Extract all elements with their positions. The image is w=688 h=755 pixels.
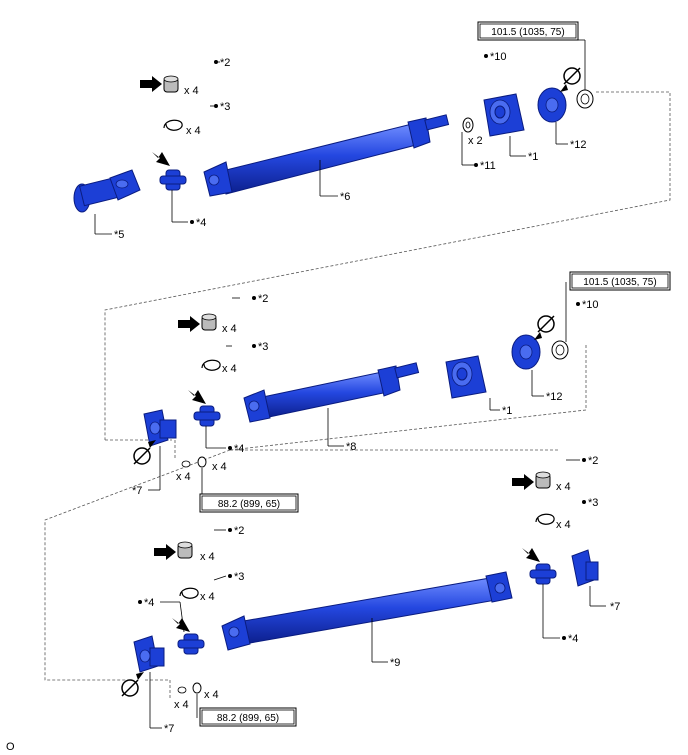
label-4-mid: *4 [234, 443, 244, 455]
propeller-shaft-8 [243, 362, 420, 423]
qty-2-top: x 4 [184, 85, 199, 97]
qty-3-bottom-left: x 4 [200, 591, 215, 603]
label-2-mid: *2 [258, 293, 268, 305]
no-reuse-icon-bottom-left [121, 672, 144, 697]
label-10-mid: *10 [582, 299, 599, 311]
label-4-bottom-left: *4 [144, 597, 154, 609]
snap-ring-3-top [163, 119, 183, 131]
qty-washer-bottom: x 4 [174, 699, 189, 711]
label-6: *6 [340, 191, 350, 203]
spider-4-mid [193, 405, 221, 427]
qty-nut-mid: x 4 [212, 461, 227, 473]
arrow-icon [170, 616, 190, 632]
qty-3-bottom-right: x 4 [556, 519, 571, 531]
torque-value-mid: 101.5 (1035, 75) [583, 277, 656, 288]
qty-3-top: x 4 [186, 125, 201, 137]
flange-yoke-5 [73, 169, 141, 213]
corner-mark: O [6, 741, 15, 753]
torque-value-upper: 101.5 (1035, 75) [491, 27, 564, 38]
flange-yoke-7-bottom-left [133, 635, 165, 673]
center-bearing-1-top [483, 93, 525, 137]
qty-11: x 2 [468, 135, 483, 147]
qty-2-mid: x 4 [222, 323, 237, 335]
torque-box-upper: 101.5 (1035, 75) [477, 21, 579, 41]
no-reuse-icon-mid-left [133, 440, 156, 465]
arrow-icon [520, 546, 540, 562]
spider-4-top [159, 169, 187, 191]
no-reuse-icon-top [560, 67, 581, 92]
torque-box-lower-mid: 88.2 (899, 65) [199, 493, 299, 513]
label-7-mid: *7 [132, 485, 142, 497]
label-11: *11 [480, 160, 496, 172]
label-1-mid: *1 [502, 405, 512, 417]
label-10-top: *10 [490, 51, 507, 63]
label-5: *5 [114, 229, 124, 241]
label-3-top: *3 [220, 101, 230, 113]
washer-11 [462, 117, 474, 133]
qty-2-bottom-right: x 4 [556, 481, 571, 493]
label-4-bottom-right: *4 [568, 633, 578, 645]
center-bearing-1-mid [445, 355, 487, 399]
nut-washer-bottom [177, 682, 202, 694]
flange-yoke-7-bottom-right [571, 549, 599, 587]
label-7-bottom-right: *7 [610, 601, 620, 613]
qty-3-mid: x 4 [222, 363, 237, 375]
spider-4-bottom-right [529, 563, 557, 585]
label-2-bottom-right: *2 [588, 455, 598, 467]
label-7-bottom-left: *7 [164, 723, 174, 735]
torque-box-lower-bottom: 88.2 (899, 65) [199, 707, 297, 727]
label-2-bottom-left: *2 [234, 525, 244, 537]
grease-fitting-2-bottom-left [154, 541, 193, 560]
grease-fitting-2-mid [178, 313, 217, 332]
label-3-bottom-right: *3 [588, 497, 598, 509]
label-1-top: *1 [528, 151, 538, 163]
qty-2-bottom-left: x 4 [200, 551, 215, 563]
flange-12-mid [511, 334, 541, 370]
label-12-top: *12 [570, 139, 587, 151]
labels: *2 x 4 *3 x 4 *5 *4 *6 x 2 *11 *1 *12 *1… [6, 51, 620, 753]
label-3-mid: *3 [258, 341, 268, 353]
snap-ring-3-bottom-left [179, 587, 199, 599]
flange-yoke-7-mid [143, 409, 177, 447]
torque-box-mid: 101.5 (1035, 75) [569, 271, 671, 291]
grease-fitting-2-bottom-right [512, 471, 551, 490]
label-8: *8 [346, 441, 356, 453]
propeller-shaft-6 [203, 114, 450, 197]
grease-fitting-2-top [140, 75, 179, 93]
label-2-top: *2 [220, 57, 230, 69]
torque-value-lower-mid: 88.2 (899, 65) [218, 499, 280, 510]
qty-nut-bottom: x 4 [204, 689, 219, 701]
spider-4-bottom-left [177, 633, 205, 655]
qty-washer-mid: x 4 [176, 471, 191, 483]
torque-value-lower-bottom: 88.2 (899, 65) [217, 713, 279, 724]
nut-washer-mid [181, 456, 207, 468]
propeller-shaft-9 [221, 571, 513, 651]
arrow-icon [150, 150, 170, 166]
snap-ring-3-bottom-right [535, 513, 555, 525]
label-12-mid: *12 [546, 391, 563, 403]
label-3-bottom-left: *3 [234, 571, 244, 583]
arrow-icon [186, 388, 206, 404]
no-reuse-icon-mid [534, 315, 555, 340]
label-9: *9 [390, 657, 400, 669]
flange-12-top [537, 87, 567, 123]
snap-ring-3-mid [201, 359, 221, 371]
label-4-top: *4 [196, 217, 206, 229]
nut-10-mid [551, 340, 569, 360]
nut-10-top [576, 89, 594, 109]
